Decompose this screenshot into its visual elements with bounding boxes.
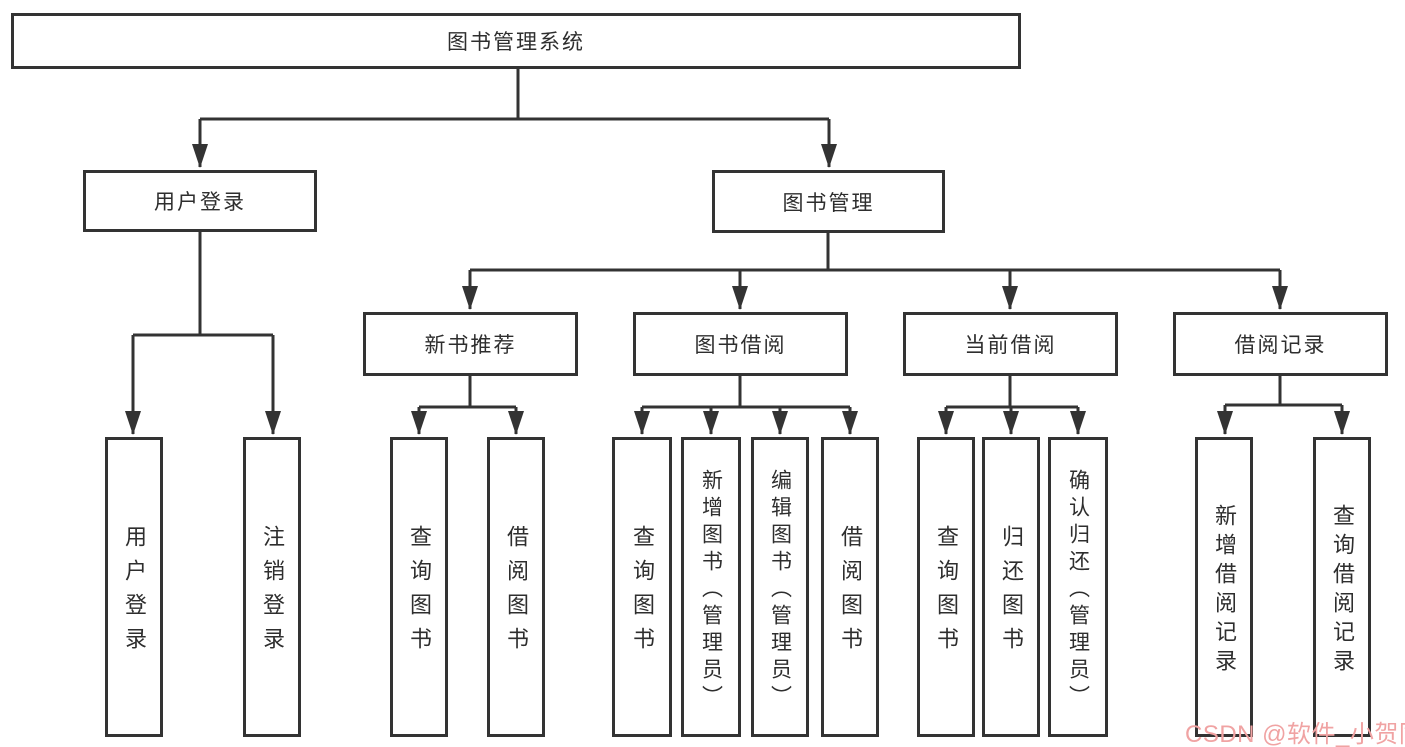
leaf-user-login: 用户登录 (105, 437, 163, 737)
csdn-watermark: CSDN @软件_小贺同学 (1185, 721, 1405, 747)
leaf-add-borrow-record: 新增借阅记录 (1195, 437, 1253, 737)
node-label: 借阅记录 (1234, 334, 1327, 357)
node-label: 当前借阅 (964, 334, 1057, 357)
node-book-borrow: 图书借阅 (633, 312, 848, 376)
node-label: 新书推荐 (424, 334, 517, 357)
node-label: 注销登录 (260, 525, 285, 661)
leaf-edit-book-admin: 编辑图书（管理员） (751, 437, 809, 737)
node-label: 新增借阅记录 (1212, 503, 1237, 678)
node-label: 查询图书 (934, 525, 959, 661)
leaf-logout: 注销登录 (243, 437, 301, 737)
node-label: 编辑图书（管理员） (768, 468, 792, 712)
node-current-borrow: 当前借阅 (903, 312, 1118, 376)
node-label: 确认归还（管理员） (1066, 468, 1090, 712)
edge-root-to-level1 (200, 66, 829, 121)
node-new-book-recommend: 新书推荐 (363, 312, 578, 376)
node-label: 查询图书 (630, 525, 655, 661)
node-label: 新增图书（管理员） (699, 468, 723, 712)
node-label: 图书管理系统 (447, 31, 585, 54)
edge-bookmgmt-to-level2 (470, 228, 1280, 272)
edge-userlogin-to-leaves (133, 226, 273, 337)
node-label: 用户登录 (122, 525, 147, 661)
edge-bookborrow-to-leaves (642, 372, 850, 409)
leaf-confirm-return-admin: 确认归还（管理员） (1048, 437, 1108, 737)
node-label: 用户登录 (154, 191, 246, 214)
node-label: 借阅图书 (838, 525, 863, 661)
edge-currentborrow-to-leaves (946, 372, 1078, 409)
leaf-borrow-books-recommend: 借阅图书 (487, 437, 545, 737)
leaf-query-borrow-record: 查询借阅记录 (1313, 437, 1371, 737)
node-label: 归还图书 (999, 525, 1024, 661)
leaf-return-book: 归还图书 (982, 437, 1040, 737)
node-book-management: 图书管理 (712, 170, 945, 233)
leaf-query-books-current: 查询图书 (917, 437, 975, 737)
node-label: 图书借阅 (694, 334, 787, 357)
edge-borrowrecords-to-leaves (1225, 372, 1342, 407)
node-label: 图书管理 (782, 191, 875, 215)
node-label: 借阅图书 (504, 525, 529, 661)
edge-newbook-to-leaves (419, 372, 516, 409)
node-label: 查询图书 (407, 525, 432, 661)
leaf-add-book-admin: 新增图书（管理员） (681, 437, 741, 737)
node-root: 图书管理系统 (11, 13, 1021, 69)
leaf-query-books-borrow: 查询图书 (612, 437, 672, 737)
leaf-borrow-books: 借阅图书 (821, 437, 879, 737)
node-label: 查询借阅记录 (1330, 503, 1355, 678)
leaf-query-books-recommend: 查询图书 (390, 437, 448, 737)
node-user-login: 用户登录 (83, 170, 317, 232)
node-borrow-records: 借阅记录 (1173, 312, 1388, 376)
arrow-drop-lines (125, 119, 1350, 435)
